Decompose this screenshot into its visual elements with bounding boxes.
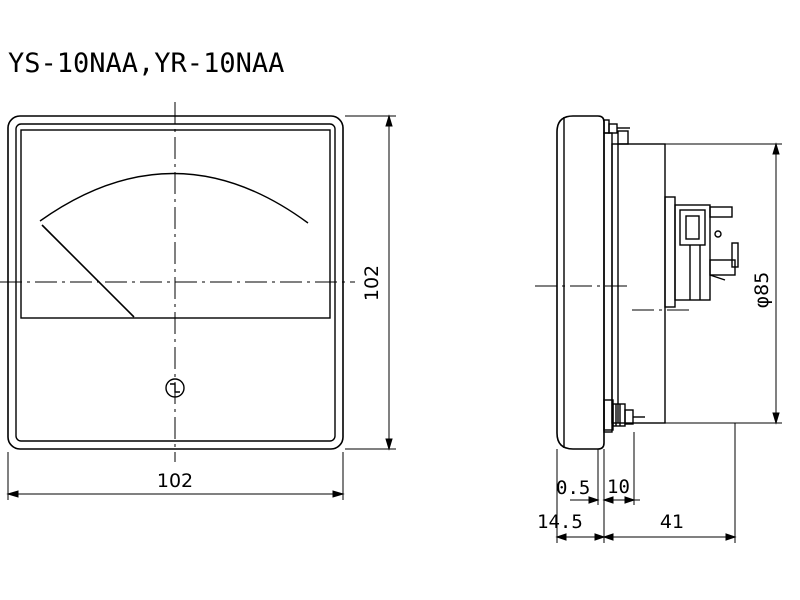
- mounting-screw-bottom: [603, 399, 645, 431]
- front-width-dimension: [6, 452, 345, 500]
- diameter-dimension: [665, 142, 782, 425]
- depth-dimensions: [555, 423, 737, 543]
- meter-needle: [41, 224, 135, 318]
- bezel-offset-label: 0.5: [556, 477, 590, 499]
- side-body: [611, 143, 666, 424]
- front-view: [0, 102, 396, 500]
- side-view: [535, 115, 782, 543]
- flange-thickness-label: 14.5: [537, 511, 583, 533]
- front-height-dimension: [345, 114, 396, 451]
- body-depth-label: 41: [660, 511, 684, 533]
- terminal-block: [664, 196, 739, 308]
- diagram-title: YS-10NAA,YR-10NAA: [8, 48, 285, 79]
- side-flange: [603, 132, 613, 433]
- front-height-label: 102: [361, 265, 383, 301]
- terminal-offset-label: 10: [607, 476, 630, 498]
- mounting-screw-top: [603, 119, 630, 145]
- diameter-label: φ85: [751, 272, 773, 309]
- front-width-label: 102: [157, 470, 193, 492]
- scale-arc: [39, 172, 309, 224]
